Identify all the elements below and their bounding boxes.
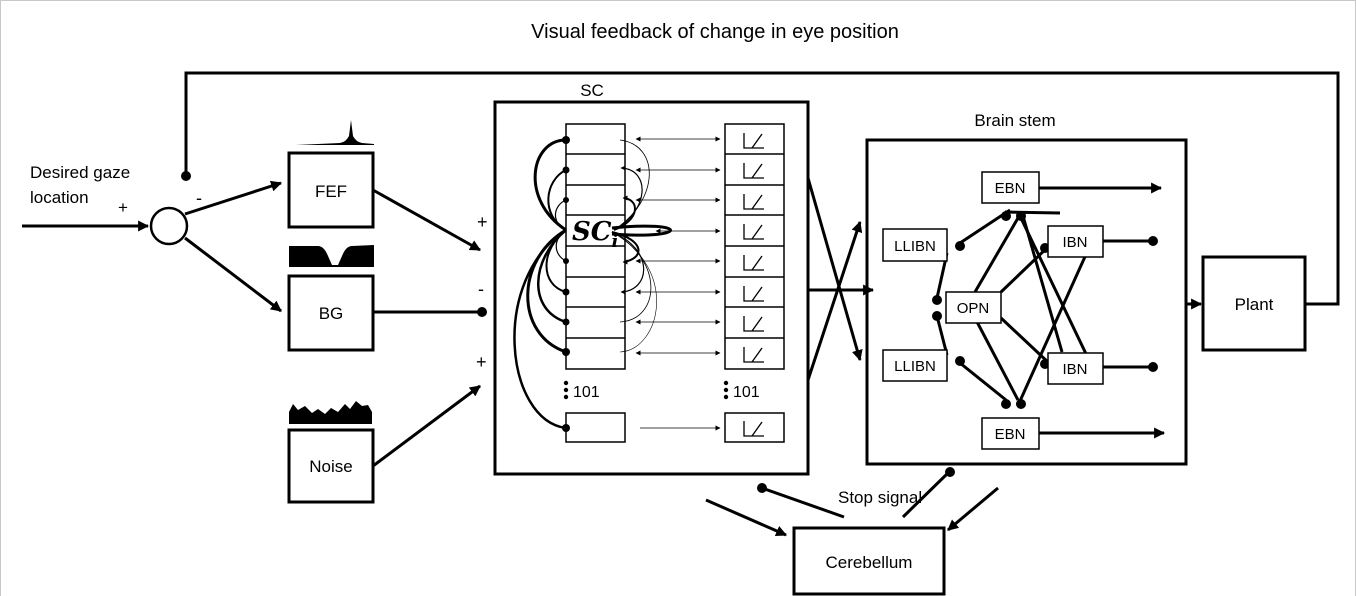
opn-box bbox=[945, 291, 1002, 324]
bg-input-minus: - bbox=[478, 279, 484, 299]
sc-lateral-dots bbox=[562, 136, 570, 432]
llibn-top-label: LLIBN bbox=[894, 238, 936, 255]
sc-i-label: SCi bbox=[572, 217, 618, 252]
sc-output-column bbox=[724, 123, 785, 370]
input-label-1: Desired gaze bbox=[30, 163, 130, 182]
bg-activity-profile bbox=[289, 245, 374, 267]
ebn-top-box bbox=[981, 171, 1040, 204]
plant-block bbox=[1201, 255, 1307, 352]
llibn-top-box bbox=[882, 228, 948, 262]
ibn-top-label: IBN bbox=[1062, 234, 1087, 251]
ebn-bottom-box bbox=[981, 417, 1040, 450]
ebn-bottom-label: EBN bbox=[995, 426, 1026, 443]
fef-block bbox=[287, 151, 375, 229]
sc-threshold-icons bbox=[743, 133, 764, 437]
noise-input-plus: + bbox=[476, 352, 487, 372]
bg-block bbox=[287, 274, 375, 352]
llibn-bottom-label: LLIBN bbox=[894, 358, 936, 375]
fef-to-sc-arrow bbox=[372, 188, 481, 252]
bg-label: BG bbox=[319, 304, 344, 323]
sc-right-count: 101 bbox=[733, 384, 760, 401]
sc-left-ellipsis bbox=[563, 380, 569, 400]
sc-lateral-connections bbox=[513, 138, 672, 430]
input-label-2: location bbox=[30, 188, 89, 207]
fef-label: FEF bbox=[315, 182, 347, 201]
plant-label: Plant bbox=[1235, 295, 1274, 314]
cerebellum-label: Cerebellum bbox=[826, 553, 913, 572]
input-plus: + bbox=[118, 198, 128, 217]
sc-neuron-last bbox=[565, 412, 626, 443]
fef-activity-profile bbox=[296, 120, 374, 145]
noise-block bbox=[287, 428, 375, 504]
feedback-title: Visual feedback of change in eye positio… bbox=[531, 21, 899, 43]
sc-lateral-arrowheads bbox=[620, 165, 628, 295]
summing-node bbox=[149, 206, 189, 246]
cerebellum-inhibit-dot-left bbox=[757, 483, 767, 493]
stop-signal-label: Stop signal bbox=[838, 488, 922, 507]
noise-label: Noise bbox=[309, 457, 352, 476]
cerebellum-block bbox=[792, 526, 946, 596]
node-to-fef-arrow bbox=[184, 180, 283, 216]
summing-minus: - bbox=[196, 188, 202, 208]
feedback-inhibit-dot bbox=[181, 171, 191, 181]
ibn-bottom-box bbox=[1047, 352, 1104, 385]
bg-inhibit-dot bbox=[477, 307, 487, 317]
noise-activity-profile bbox=[289, 401, 372, 424]
noise-to-sc-arrow bbox=[372, 384, 481, 468]
ibn-bottom-label: IBN bbox=[1062, 361, 1087, 378]
sc-right-ellipsis bbox=[723, 380, 729, 400]
opn-label: OPN bbox=[957, 300, 990, 317]
sc-block bbox=[493, 100, 810, 476]
brainstem-block bbox=[865, 138, 1188, 466]
sc-output-last bbox=[724, 412, 785, 443]
node-to-bg-arrow bbox=[184, 236, 282, 313]
sc-to-brainstem-arrows bbox=[806, 177, 875, 381]
feedback-loop bbox=[184, 71, 1340, 306]
fef-input-plus: + bbox=[477, 212, 488, 232]
sc-left-count: 101 bbox=[573, 384, 600, 401]
sc-title: SC bbox=[580, 81, 604, 100]
ibn-top-box bbox=[1047, 225, 1104, 258]
sc-neuron-column bbox=[565, 123, 626, 370]
cerebellum-inhibit-dot-right bbox=[945, 467, 955, 477]
brainstem-connections bbox=[935, 182, 1166, 439]
sc-column-links bbox=[635, 136, 721, 431]
cerebellum-connections bbox=[705, 471, 999, 537]
llibn-bottom-box bbox=[882, 349, 948, 382]
ebn-top-label: EBN bbox=[995, 180, 1026, 197]
brainstem-title: Brain stem bbox=[974, 111, 1055, 130]
